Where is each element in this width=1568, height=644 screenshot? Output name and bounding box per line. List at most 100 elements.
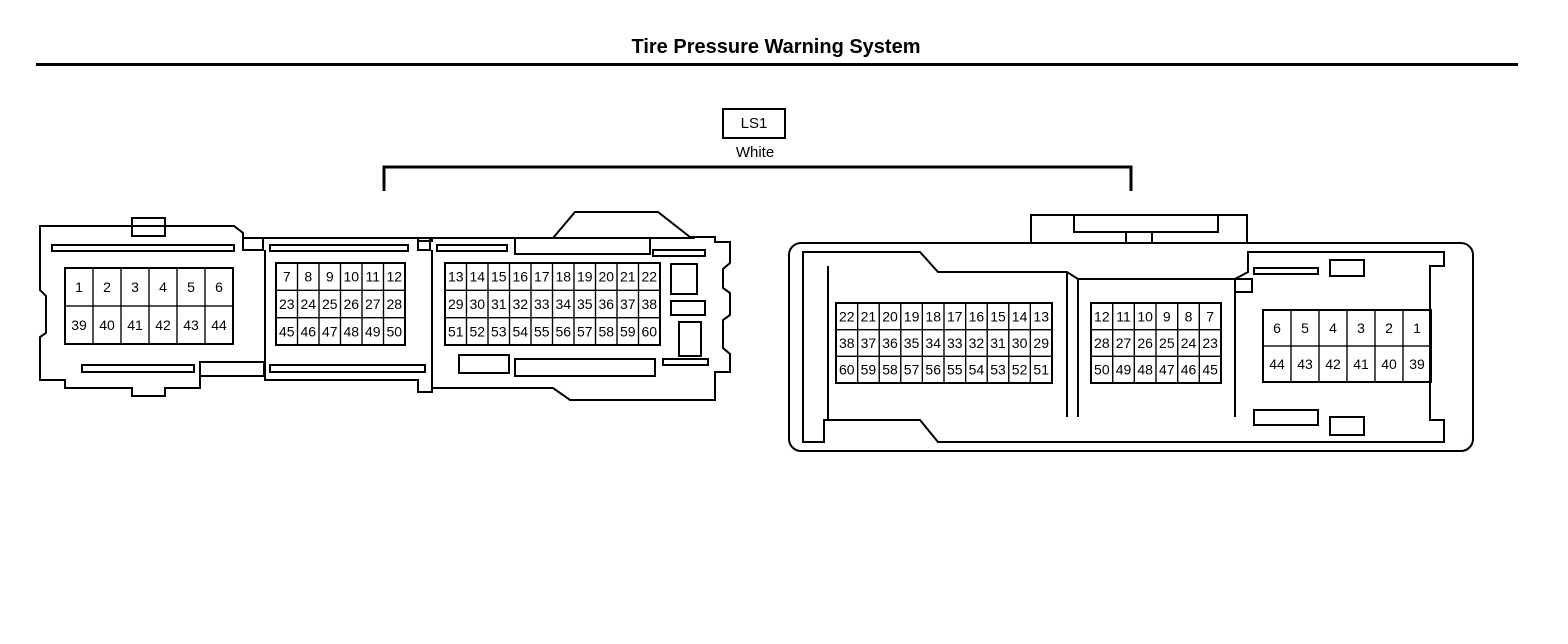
pin-number-51: 51 [1033,362,1049,378]
pin-number-42: 42 [155,317,171,333]
pin-number-50: 50 [386,323,402,339]
pin-number-28: 28 [1094,335,1110,351]
pin-cell [204,305,234,345]
pin-number-27: 27 [1116,335,1132,351]
pin-number-41: 41 [1353,356,1369,372]
pin-number-38: 38 [641,296,657,312]
pin-cell [382,317,406,346]
pin-number-11: 11 [365,269,380,285]
title-underline [36,63,1518,66]
pin-number-25: 25 [322,296,338,312]
pin-number-41: 41 [127,317,143,333]
pin-number-60: 60 [839,362,855,378]
pin-number-42: 42 [1325,356,1341,372]
pin-number-44: 44 [211,317,227,333]
pin-number-54: 54 [512,323,528,339]
pin-number-53: 53 [990,362,1006,378]
pin-number-22: 22 [839,308,855,324]
pin-number-1: 1 [1413,320,1421,336]
pin-number-39: 39 [1409,356,1425,372]
pin-number-27: 27 [365,296,381,312]
pin-number-8: 8 [1185,308,1193,324]
pin-number-16: 16 [969,308,985,324]
pin-number-32: 32 [969,335,985,351]
pin-number-5: 5 [187,279,195,295]
pin-number-5: 5 [1301,320,1309,336]
diagram-title: Tire Pressure Warning System [631,36,921,58]
pin-cell [1029,355,1053,384]
pin-number-43: 43 [183,317,199,333]
pin-number-40: 40 [99,317,115,333]
pin-number-24: 24 [300,296,316,312]
pin-number-10: 10 [1137,308,1153,324]
pin-number-33: 33 [534,296,550,312]
pin-number-50: 50 [1094,362,1110,378]
pin-number-38: 38 [839,335,855,351]
pin-number-12: 12 [386,269,402,285]
pin-number-19: 19 [904,308,920,324]
pin-cell [637,317,661,346]
pin-number-14: 14 [469,269,485,285]
pin-number-15: 15 [491,269,507,285]
pin-number-6: 6 [215,279,223,295]
pin-number-48: 48 [343,323,359,339]
pin-number-28: 28 [386,296,402,312]
pin-number-55: 55 [947,362,963,378]
pin-number-49: 49 [365,323,381,339]
right-connector-housing [788,214,1474,452]
pin-number-1: 1 [75,279,83,295]
pin-number-44: 44 [1269,356,1285,372]
pin-number-48: 48 [1137,362,1153,378]
pin-number-25: 25 [1159,335,1175,351]
pin-number-30: 30 [1012,335,1028,351]
pin-number-13: 13 [448,269,464,285]
pin-number-35: 35 [577,296,593,312]
pin-number-32: 32 [512,296,528,312]
pin-number-29: 29 [1033,335,1049,351]
pin-number-30: 30 [469,296,485,312]
pin-number-36: 36 [882,335,898,351]
pin-number-54: 54 [969,362,985,378]
pin-number-45: 45 [1202,362,1218,378]
pin-number-11: 11 [1116,308,1131,324]
pin-number-2: 2 [103,279,111,295]
pin-number-14: 14 [1012,308,1028,324]
pin-number-10: 10 [343,269,359,285]
pin-number-37: 37 [620,296,636,312]
pin-number-4: 4 [1329,320,1337,336]
pin-number-19: 19 [577,269,593,285]
pin-number-47: 47 [1159,362,1175,378]
pin-number-39: 39 [71,317,87,333]
pin-number-43: 43 [1297,356,1313,372]
pin-number-57: 57 [904,362,920,378]
pin-number-31: 31 [491,296,507,312]
connector-bracket [382,165,1133,191]
pin-number-16: 16 [512,269,528,285]
pin-number-56: 56 [555,323,571,339]
pin-number-3: 3 [131,279,139,295]
pin-number-15: 15 [990,308,1006,324]
pin-number-18: 18 [555,269,571,285]
pin-number-59: 59 [620,323,636,339]
pin-number-9: 9 [326,269,334,285]
pin-number-55: 55 [534,323,550,339]
pin-number-22: 22 [641,269,657,285]
pin-number-6: 6 [1273,320,1281,336]
pin-number-2: 2 [1385,320,1393,336]
pin-cell [1402,345,1432,383]
pin-number-47: 47 [322,323,338,339]
pin-number-57: 57 [577,323,593,339]
left-connector-housing [39,211,731,401]
connector-color-label: White [735,144,775,161]
pin-number-26: 26 [1137,335,1153,351]
pin-number-36: 36 [598,296,614,312]
pin-number-51: 51 [448,323,464,339]
pin-number-29: 29 [448,296,464,312]
pin-number-59: 59 [861,362,877,378]
pin-number-21: 21 [861,308,877,324]
pin-number-8: 8 [304,269,312,285]
